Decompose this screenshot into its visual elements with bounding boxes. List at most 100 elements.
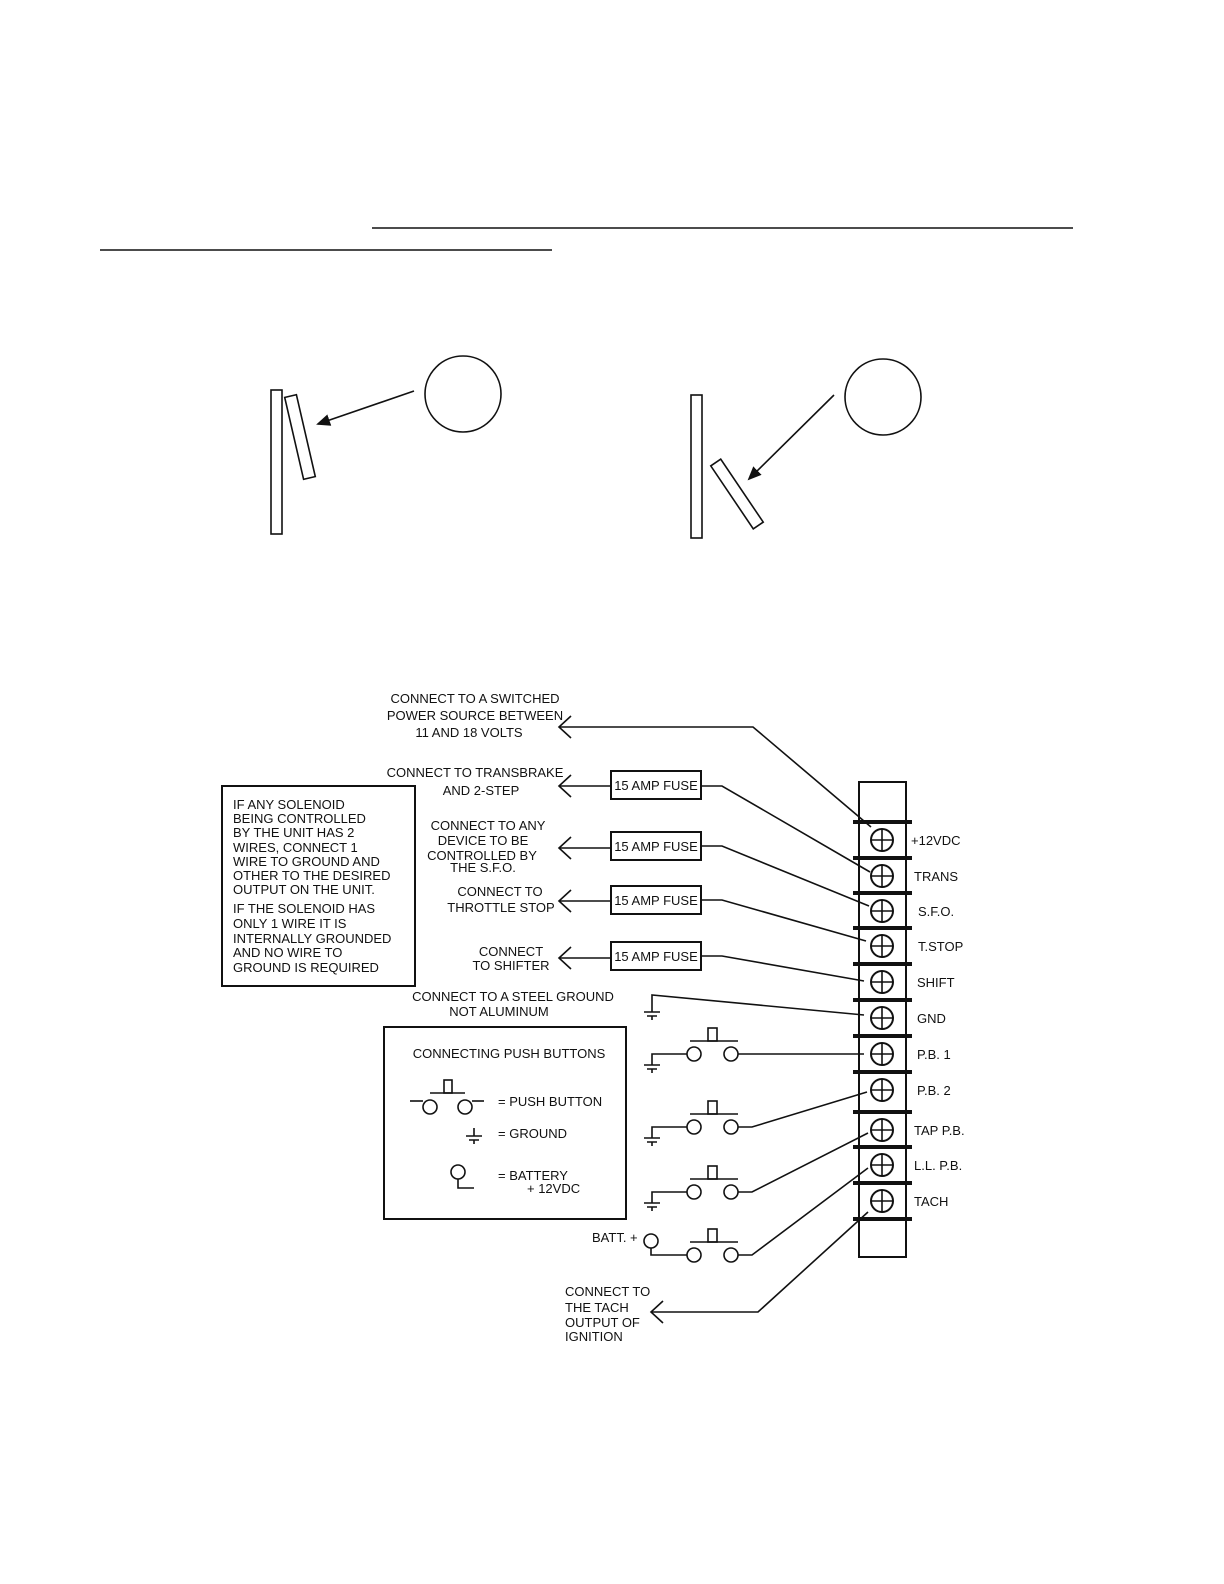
mount-circle-left — [424, 355, 502, 433]
terminal-label: TAP P.B. — [914, 1123, 965, 1138]
transbrake-line-2: AND 2-STEP — [443, 783, 520, 798]
terminal-strip-body — [858, 781, 907, 1258]
terminal-label: P.B. 2 — [917, 1083, 951, 1098]
solenoid-note-line: AND NO WIRE TO — [233, 945, 342, 960]
mount-surface-right — [690, 394, 703, 539]
wire-shifter — [701, 955, 865, 982]
power-line-2: POWER SOURCE BETWEEN — [387, 708, 563, 723]
push-button-2 — [644, 1091, 868, 1146]
transbrake-line-1: CONNECT TO TRANSBRAKE — [387, 765, 564, 780]
arrow-transbrake — [557, 774, 572, 798]
battery-lead — [650, 1248, 687, 1256]
legend-ground-symbol — [466, 1128, 482, 1144]
shifter-line-2: TO SHIFTER — [472, 958, 549, 973]
battery-circle — [643, 1233, 659, 1249]
terminal-label: P.B. 1 — [917, 1047, 951, 1062]
mounting-figure-left — [270, 355, 502, 535]
mounting-figure-right — [690, 358, 922, 539]
ground-symbol — [644, 1202, 660, 1211]
push-button-1 — [644, 1027, 864, 1073]
terminal-screw — [870, 1153, 894, 1177]
terminal-screw — [870, 970, 894, 994]
terminal-screw — [870, 1042, 894, 1066]
tach-line-1: CONNECT TO — [565, 1284, 650, 1299]
fuse-4-label: 15 AMP FUSE — [614, 949, 698, 964]
wires — [560, 726, 872, 1313]
legend-battery-label-1: = BATTERY — [498, 1168, 568, 1183]
terminal-label: TRANS — [914, 869, 958, 884]
battery-label: BATT. + — [592, 1230, 638, 1245]
connection-shifter: CONNECT TO SHIFTER — [472, 944, 549, 973]
fuse-3-box — [610, 885, 702, 915]
legend-push-button-symbol — [410, 1079, 484, 1115]
ground-symbol — [644, 1064, 660, 1073]
arrow-shifter — [557, 946, 572, 970]
push-button-4 — [686, 1167, 869, 1263]
legend-battery-label-2: + 12VDC — [527, 1181, 580, 1196]
solenoid-note-line: BY THE UNIT HAS 2 — [233, 825, 354, 840]
legend-battery-symbol — [450, 1164, 474, 1189]
shifter-line-1: CONNECT — [479, 944, 543, 959]
fuse-3: 15 AMP FUSE — [610, 885, 702, 915]
solenoid-note-line: IF THE SOLENOID HAS — [233, 901, 375, 916]
mount-arrow-right — [747, 394, 835, 481]
wire-ground — [651, 994, 865, 1016]
push-button-legend: CONNECTING PUSH BUTTONS = PUSH BUTTON = … — [383, 1026, 627, 1220]
legend-ground-label: = GROUND — [498, 1126, 567, 1141]
terminal-label: S.F.O. — [918, 904, 954, 919]
solenoid-note-line: GROUND IS REQUIRED — [233, 960, 379, 975]
wire-throttle — [701, 899, 867, 942]
mount-arrow-left — [316, 390, 415, 426]
mount-surface-left — [270, 389, 283, 535]
wire-transbrake — [701, 785, 871, 873]
legend-push-button-label: = PUSH BUTTON — [498, 1094, 602, 1109]
ground-symbol-main — [644, 1011, 660, 1020]
connection-power: CONNECT TO A SWITCHED POWER SOURCE BETWE… — [387, 691, 563, 740]
legend-title: CONNECTING PUSH BUTTONS — [413, 1046, 606, 1061]
solenoid-note-line: IF ANY SOLENOID — [233, 797, 345, 812]
fuse-1-label: 15 AMP FUSE — [614, 778, 698, 793]
wire-device — [701, 845, 870, 907]
connection-throttle: CONNECT TO THROTTLE STOP — [447, 884, 554, 915]
tach-line-4: IGNITION — [565, 1329, 623, 1344]
arrow-device — [557, 836, 572, 860]
fuse-1-box — [610, 770, 702, 800]
terminal-label: SHIFT — [917, 975, 955, 990]
device-line-1: CONNECT TO ANY — [431, 818, 546, 833]
terminal-screw — [870, 934, 894, 958]
terminal-label: L.L. P.B. — [914, 1158, 962, 1173]
power-line-1: CONNECT TO A SWITCHED — [390, 691, 559, 706]
ground-line-2: NOT ALUMINUM — [449, 1004, 548, 1019]
solenoid-note-line: BEING CONTROLLED — [233, 811, 366, 826]
legend-box — [383, 1026, 627, 1220]
arrow-throttle — [557, 889, 572, 913]
solenoid-note-line: ONLY 1 WIRE IT IS — [233, 916, 347, 931]
fuse-1: 15 AMP FUSE — [610, 770, 702, 800]
terminal-label: T.STOP — [918, 939, 963, 954]
solenoid-note-line: WIRE TO GROUND AND — [233, 854, 380, 869]
input-arrows — [557, 715, 664, 1324]
solenoid-note-box — [221, 785, 416, 987]
terminal-screw — [870, 1118, 894, 1142]
device-line-3: CONTROLLED BY — [427, 848, 537, 863]
fuse-3-label: 15 AMP FUSE — [614, 893, 698, 908]
device-line-4: THE S.F.O. — [450, 860, 516, 875]
fuse-4-box — [610, 941, 702, 971]
terminal-label: +12VDC — [911, 833, 961, 848]
ground-line-1: CONNECT TO A STEEL GROUND — [412, 989, 614, 1004]
arrow-tach — [649, 1300, 664, 1324]
terminal-screw — [870, 1006, 894, 1030]
fuse-2: 15 AMP FUSE — [610, 831, 702, 861]
device-line-2: DEVICE TO BE — [438, 833, 529, 848]
solenoid-note-line: OTHER TO THE DESIRED — [233, 868, 390, 883]
connection-transbrake: CONNECT TO TRANSBRAKE AND 2-STEP — [387, 765, 564, 798]
arrow-power — [557, 715, 572, 739]
fuse-4: 15 AMP FUSE — [610, 941, 702, 971]
power-line-3: 11 AND 18 VOLTS — [415, 725, 523, 740]
terminal-screw — [870, 864, 894, 888]
solenoid-note-line: INTERNALLY GROUNDED — [233, 931, 391, 946]
connection-tach: CONNECT TO THE TACH OUTPUT OF IGNITION — [565, 1284, 650, 1344]
push-button-circuits — [644, 1027, 869, 1263]
